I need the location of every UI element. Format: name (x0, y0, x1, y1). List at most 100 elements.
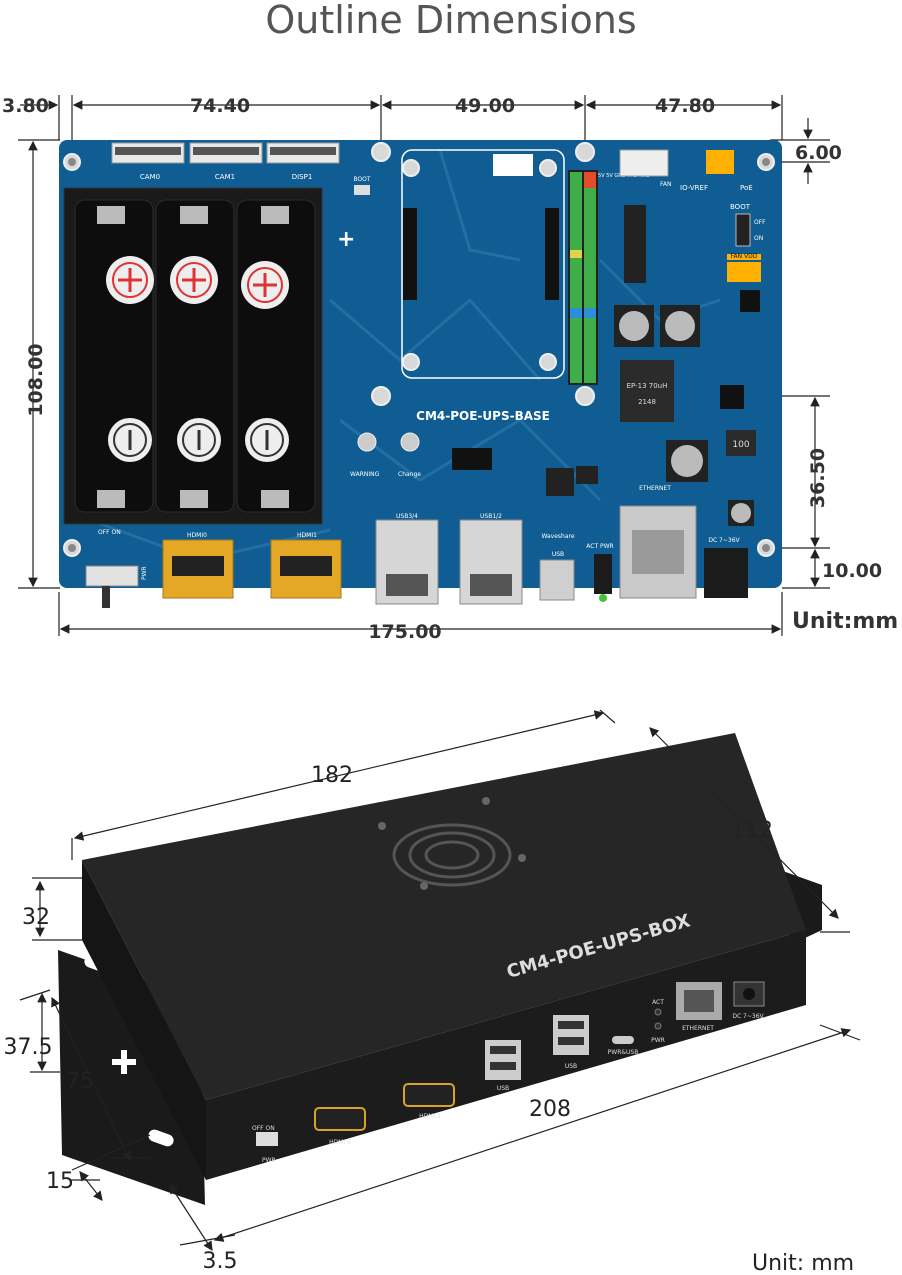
small-inductor (726, 430, 756, 456)
gpio-header (568, 170, 598, 385)
svg-text:OFF ON: OFF ON (252, 1125, 275, 1132)
svg-text:USB: USB (565, 1063, 577, 1070)
fan-vdd-label: FAN VDD (731, 253, 758, 260)
box-power-switch[interactable] (256, 1132, 278, 1146)
box-dimension-lines (19, 709, 861, 1252)
chip (452, 448, 492, 470)
svg-text:PWR: PWR (651, 1037, 665, 1044)
box-left-side (82, 860, 206, 1180)
box-usb-port-b[interactable] (553, 1015, 589, 1055)
board-unit: Unit:mm (792, 609, 898, 634)
box-usb-c-port[interactable] (612, 1036, 634, 1044)
dc-jack[interactable] (704, 548, 748, 598)
usb12-port[interactable] (459, 519, 523, 605)
disp1-label: DISP1 (292, 173, 313, 181)
svg-text:ETHERNET: ETHERNET (682, 1025, 714, 1032)
svg-text:HDMI 1: HDMI 1 (419, 1113, 441, 1120)
cam1-label: CAM1 (215, 173, 235, 181)
svg-text:HDMI 0: HDMI 0 (329, 1139, 351, 1146)
box-hdmi0-port[interactable] (314, 1107, 366, 1131)
svg-text:100: 100 (732, 440, 749, 450)
svg-text:USB: USB (497, 1085, 509, 1092)
dim-top-offset: 6.00 (795, 142, 842, 164)
dim-left-margin: 3.80 (2, 95, 49, 117)
svg-text:USB1/2: USB1/2 (480, 513, 502, 520)
dim-seg1: 74.40 (190, 95, 250, 117)
button-2[interactable] (400, 432, 420, 452)
cam0-label: CAM0 (140, 173, 160, 181)
boot-switch-label: BOOT (730, 203, 751, 211)
boot-button-label: BOOT (353, 176, 370, 183)
camera-connectors (111, 142, 340, 164)
boot-switch[interactable] (735, 213, 751, 247)
battery-positive-icons (106, 256, 289, 309)
inductor-code: 2148 (638, 398, 656, 406)
page-title: Outline Dimensions (265, 0, 637, 42)
svg-text:ACT PWR: ACT PWR (586, 543, 613, 550)
box-hdmi1-port[interactable] (403, 1083, 455, 1107)
fan-label: FAN (660, 181, 672, 188)
power-switch[interactable] (85, 565, 139, 608)
svg-text:PWR: PWR (141, 566, 148, 580)
svg-text:USB3/4: USB3/4 (396, 513, 418, 520)
box-ethernet-port[interactable] (676, 982, 722, 1020)
board-dimension-lines (18, 95, 830, 636)
usb34-port[interactable] (375, 519, 439, 605)
poe-label: PoE (740, 184, 753, 192)
svg-text:DC 7~36V: DC 7~36V (732, 1013, 764, 1020)
dim-box-length: 182 (311, 763, 353, 788)
svg-text:DC 7~36V: DC 7~36V (708, 537, 740, 544)
inductor-label: EP-13 70uH (627, 382, 668, 390)
svg-text:HDMI0: HDMI0 (187, 532, 207, 539)
svg-text:PWR&USB: PWR&USB (608, 1049, 639, 1056)
box-dc-jack[interactable] (733, 981, 765, 1007)
dim-box-total: 208 (529, 1097, 571, 1122)
capacitors (614, 305, 754, 526)
dim-width: 175.00 (368, 621, 441, 643)
fan-connector (619, 149, 669, 177)
svg-text:HDMI1: HDMI1 (297, 532, 317, 539)
dim-bracket-a: 37.5 (4, 1035, 53, 1060)
box-diagram: CM4-POE-UPS-BOX OFF ON PWR HDMI 0 HDMI 1… (4, 709, 861, 1275)
dim-hole-offset: 36.50 (807, 448, 829, 508)
dim-box-height: 32 (22, 905, 50, 930)
ethernet-port[interactable] (619, 505, 697, 599)
svg-text:ETHERNET: ETHERNET (639, 485, 671, 492)
cm4-outline (401, 149, 565, 379)
boot-button[interactable] (354, 185, 370, 195)
button-1[interactable] (357, 432, 377, 452)
inductor (620, 360, 674, 422)
hdmi0-port[interactable] (162, 539, 234, 599)
board-diagram: CAM0 CAM1 DISP1 BOOT (2, 95, 898, 643)
led-block (594, 554, 612, 594)
battery-holder (63, 187, 323, 525)
dim-bracket-c: 15 (46, 1169, 74, 1194)
dim-bracket-d: 3.5 (203, 1249, 238, 1274)
dim-box-depth: 112 (731, 818, 773, 843)
io-vref-label: IO-VREF (680, 184, 708, 192)
dim-bottom-offset: 10.00 (822, 560, 882, 582)
usb-c-port[interactable] (539, 559, 575, 601)
dim-bracket-b: 75 (66, 1069, 94, 1094)
svg-text:PWR: PWR (262, 1157, 276, 1164)
svg-text:Waveshare: Waveshare (541, 533, 574, 540)
dim-height: 108.00 (25, 343, 47, 416)
svg-text:ACT: ACT (652, 999, 664, 1006)
board-name: CM4-POE-UPS-BASE (416, 409, 550, 423)
change-label: Change (398, 471, 421, 478)
on-label: ON (754, 235, 763, 242)
hdmi1-port[interactable] (270, 539, 342, 599)
jumper-block (706, 150, 734, 174)
box-usb-port-a[interactable] (485, 1040, 521, 1080)
box-top (82, 733, 806, 1100)
svg-text:USB: USB (552, 551, 564, 558)
dim-seg2: 49.00 (455, 95, 515, 117)
off-label: OFF (754, 219, 766, 226)
battery-negative-icons (108, 418, 289, 462)
off-on-label: OFF ON (98, 529, 121, 536)
warning-label: WARNING (350, 471, 380, 478)
config-header (624, 205, 646, 283)
box-unit: Unit: mm (752, 1251, 854, 1275)
plus-mark: + (337, 227, 355, 252)
dim-seg3: 47.80 (655, 95, 715, 117)
